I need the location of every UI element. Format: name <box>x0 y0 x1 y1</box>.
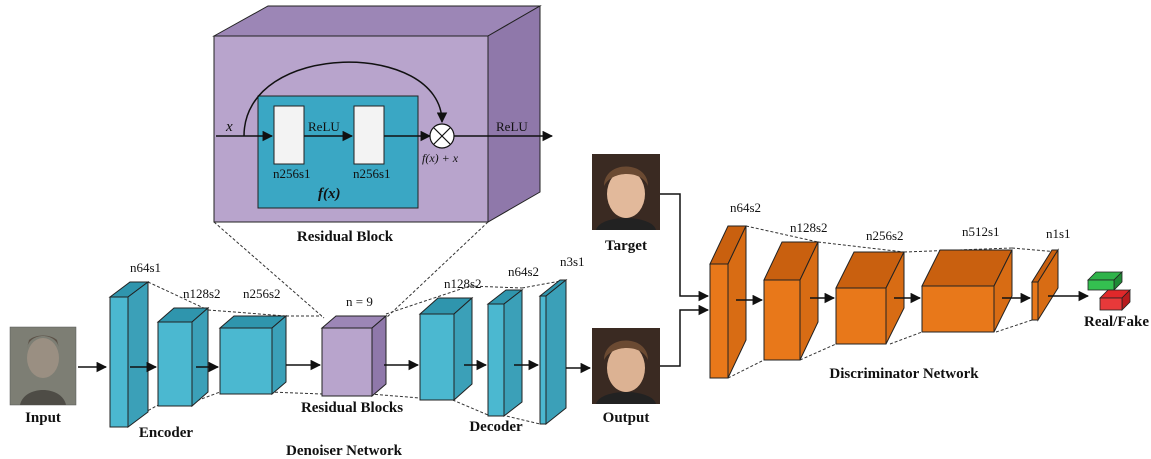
enc1-label: n64s1 <box>130 260 161 275</box>
sum-node-icon <box>429 123 455 149</box>
disc-l2-label: n128s2 <box>790 220 828 235</box>
layer2-label: n256s1 <box>353 166 391 181</box>
denoiser-title: Denoiser Network <box>286 443 403 459</box>
sum-label: f(x) + x <box>422 151 459 165</box>
residual-blocks-cube <box>320 314 388 398</box>
encoder-layer-1 <box>108 281 150 428</box>
disc-l3-label: n256s2 <box>866 228 904 243</box>
output-label: Output <box>603 410 650 426</box>
dec2-label: n64s2 <box>508 264 539 279</box>
input-label: Input <box>25 410 61 426</box>
real-fake-label: Real/Fake <box>1084 314 1149 330</box>
disc-l4-label: n512s1 <box>962 224 1000 239</box>
residual-blocks-label: Residual Blocks <box>301 400 403 416</box>
inner-relu-label: ReLU <box>308 119 340 134</box>
outer-relu-label: ReLU <box>496 119 528 134</box>
discriminator-network: n64s2 n128s2 n256s2 n512s1 n1s1 Discrimi… <box>709 200 1149 382</box>
input-x-label: x <box>225 119 233 135</box>
enc3-label: n256s2 <box>243 286 281 301</box>
encoder-label: Encoder <box>139 425 194 441</box>
disc-l5-label: n1s1 <box>1046 226 1071 241</box>
disc-l1-label: n64s2 <box>730 200 761 215</box>
output-image: Output <box>592 328 660 426</box>
input-image: Input <box>9 326 77 426</box>
disc-layer-4 <box>921 249 1013 333</box>
enc2-label: n128s2 <box>183 286 221 301</box>
decoder-layer-1 <box>418 296 474 402</box>
decoder-layer-3 <box>538 278 568 426</box>
decoder-label: Decoder <box>469 419 523 435</box>
discriminator-title: Discriminator Network <box>829 366 979 382</box>
conv-layer-1 <box>273 105 305 165</box>
residual-count-label: n = 9 <box>346 294 373 309</box>
layer1-label: n256s1 <box>273 166 311 181</box>
dec1-label: n128s2 <box>444 276 482 291</box>
conv-layer-2 <box>353 105 385 165</box>
decoder-layer-2 <box>486 288 524 418</box>
disc-layer-1 <box>709 225 747 379</box>
target-image: Target <box>592 154 660 254</box>
encoder-layer-2 <box>156 306 210 408</box>
disc-layer-2 <box>763 241 819 361</box>
residual-block-title: Residual Block <box>297 229 394 245</box>
fx-label: f(x) <box>318 186 341 202</box>
residual-block-detail: x ReLU ReLU n256s1 n256s1 f(x) f(x) + x … <box>212 5 554 245</box>
disc-layer-5 <box>1031 248 1059 322</box>
real-fake-output-icon <box>1087 271 1131 311</box>
disc-layer-3 <box>835 251 905 345</box>
encoder-layer-3 <box>218 314 288 396</box>
denoiser-network: Input <box>9 254 592 459</box>
dec3-label: n3s1 <box>560 254 585 269</box>
target-label: Target <box>605 238 647 254</box>
